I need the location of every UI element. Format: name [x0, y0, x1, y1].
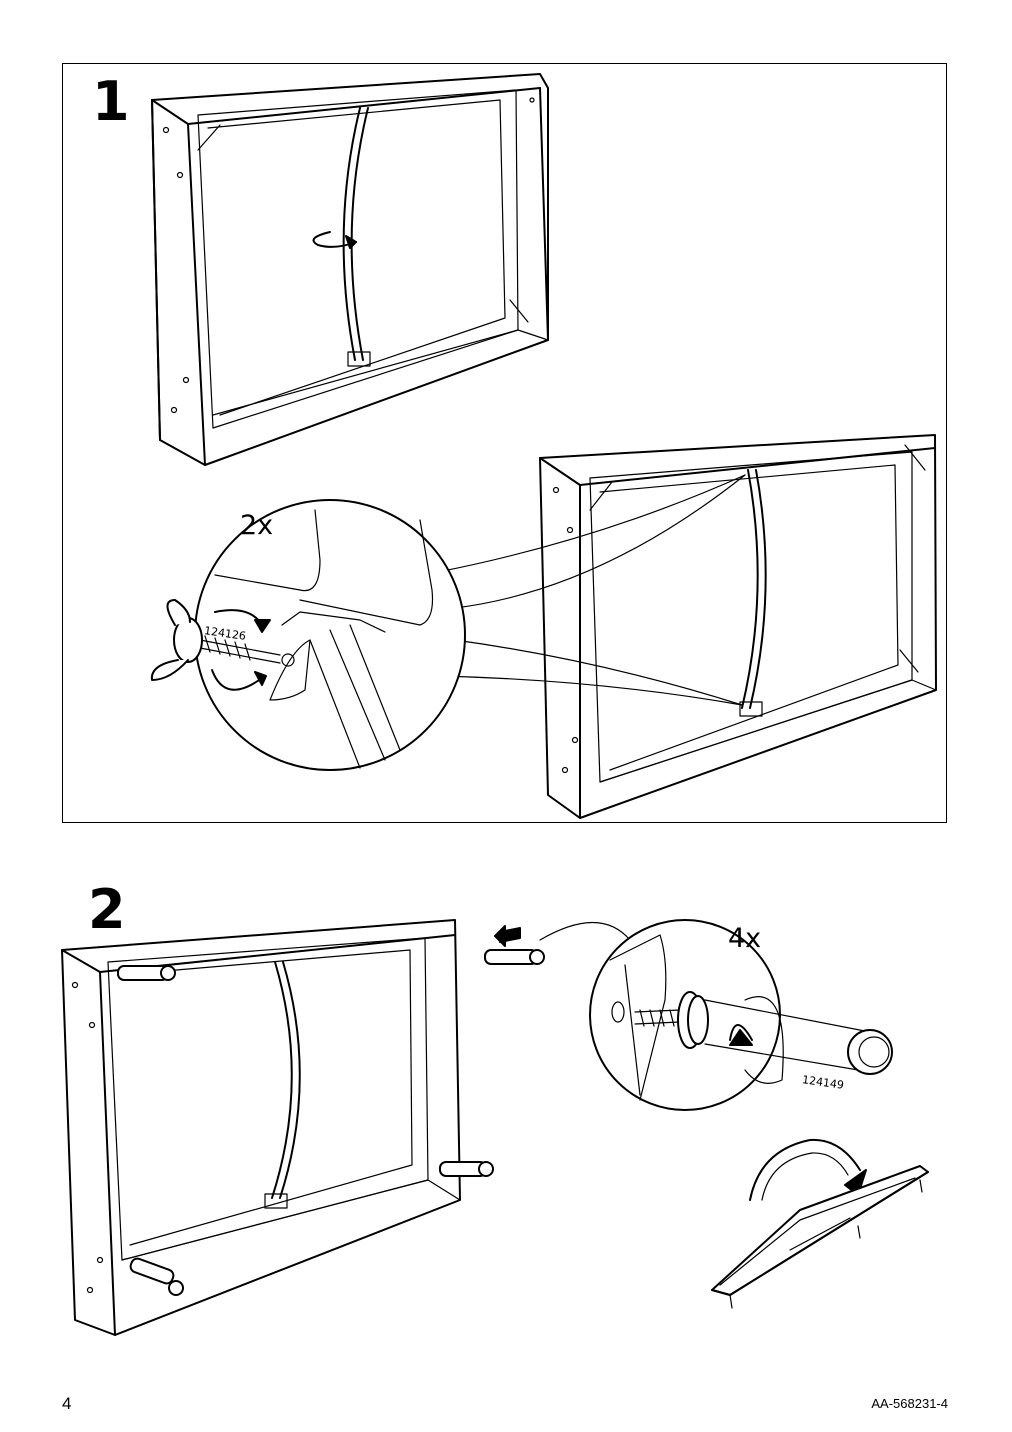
step-number: 1: [92, 70, 130, 133]
page-number: 4: [62, 1394, 72, 1413]
wing-nut-detail: [150, 499, 466, 771]
frame-illustration-step2: [61, 919, 631, 1336]
step-number: 2: [88, 878, 126, 941]
quantity-label: 4x: [728, 923, 762, 954]
frame-illustration-step1-bottom: [437, 434, 937, 819]
quantity-label: 2x: [240, 510, 274, 541]
foot-detail: [589, 919, 893, 1111]
frame-illustration-step1-top: [151, 73, 549, 466]
document-code: AA-568231-4: [871, 1396, 948, 1411]
flip-frame-illustration: [711, 1138, 929, 1309]
step-1-panel: [62, 63, 947, 823]
